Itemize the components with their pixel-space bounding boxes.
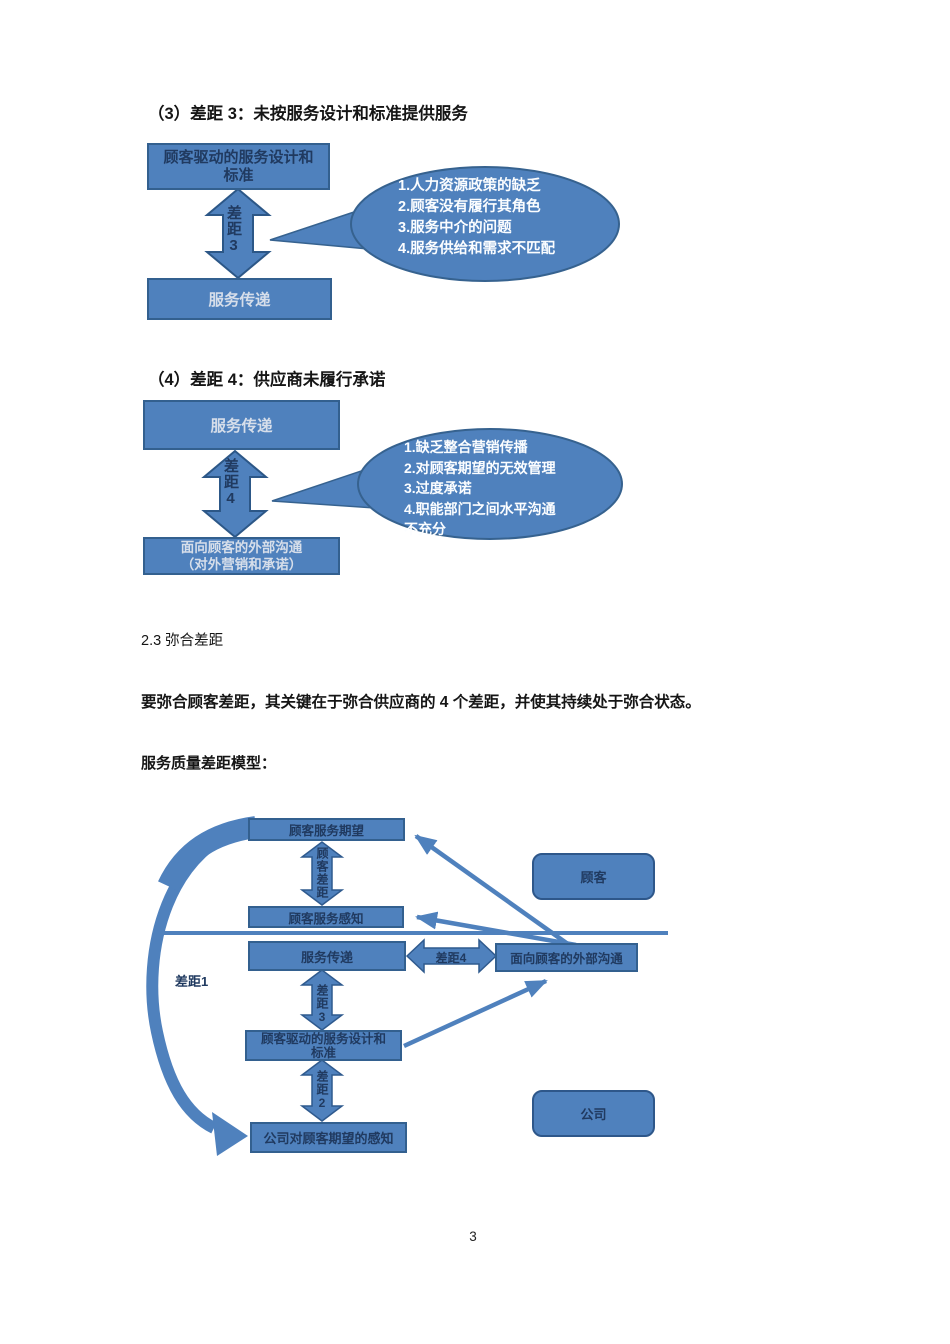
model-arrow-design-to-external	[403, 978, 548, 1049]
model-badge-customer: 顾客	[532, 853, 655, 900]
model-badge-customer-label: 顾客	[580, 870, 607, 885]
model-badge-company-label: 公司	[580, 1107, 607, 1122]
model-box-external: 面向顾客的外部沟通	[495, 943, 638, 972]
gap3-top-box-line1: 顾客驱动的服务设计和	[163, 148, 314, 166]
gap4-callout-tail	[271, 463, 391, 510]
model-divider-line	[158, 931, 668, 935]
gap3-callout-text: 1.人力资源政策的缺乏 2.顾客没有履行其角色 3.服务中介的问题 4.服务供给…	[398, 176, 555, 260]
model-box-perception-label: 顾客服务感知	[288, 911, 364, 926]
gap4-bottom-box-line1: 面向顾客的外部沟通	[180, 540, 303, 555]
model-box-delivery: 服务传递	[248, 941, 406, 971]
model-customer-gap-label: 顾客差距	[315, 847, 329, 899]
gap4-callout-item: 4.职能部门之间水平沟通	[404, 500, 556, 517]
gap3-heading: （3）差距 3：未按服务设计和标准提供服务	[148, 105, 468, 123]
gap4-callout-item: 2.对顾客期望的无效管理	[404, 459, 556, 476]
model-box-design: 顾客驱动的服务设计和 标准	[245, 1030, 402, 1061]
model-box-expectation: 顾客服务期望	[248, 818, 405, 841]
model-box-company-perception: 公司对顾客期望的感知	[250, 1122, 407, 1153]
model-badge-company: 公司	[532, 1090, 655, 1137]
gap3-callout-item: 2.顾客没有履行其角色	[398, 199, 541, 215]
gap4-callout-text: 1.缺乏整合营销传播 2.对顾客期望的无效管理 3.过度承诺 4.职能部门之间水…	[404, 437, 556, 540]
model-box-design-line2: 标准	[310, 1045, 336, 1060]
model-gap1-label: 差距1	[175, 974, 209, 989]
gap3-callout-tail	[269, 205, 381, 251]
model-arrow-external-to-perception	[415, 911, 577, 948]
model-gap2-label: 差距2	[315, 1070, 329, 1111]
model-box-company-perception-label: 公司对顾客期望的感知	[263, 1131, 394, 1146]
gap4-top-box-label: 服务传递	[210, 418, 273, 435]
section-23-heading: 2.3 弥合差距	[141, 633, 224, 649]
model-box-perception: 顾客服务感知	[248, 906, 404, 928]
gap4-callout-item: 3.过度承诺	[404, 480, 472, 496]
gap3-bottom-box-label: 服务传递	[208, 292, 271, 309]
gap3-bottom-box: 服务传递	[147, 278, 332, 320]
model-gap1-arrowhead	[212, 1112, 248, 1156]
model-gap3-label: 差距3	[315, 984, 329, 1025]
model-title: 服务质量差距模型：	[141, 755, 277, 772]
model-gap1-arc-thick-top	[158, 816, 258, 892]
gap4-callout-item: 1.缺乏整合营销传播	[404, 439, 528, 455]
gap4-callout-item: 不充分	[404, 521, 446, 537]
model-box-expectation-label: 顾客服务期望	[288, 824, 364, 838]
model-box-external-label: 面向顾客的外部沟通	[510, 952, 623, 966]
gap3-callout-item: 4.服务供给和需求不匹配	[398, 241, 556, 257]
gap3-callout-item: 3.服务中介的问题	[398, 220, 512, 236]
model-box-delivery-label: 服务传递	[300, 949, 353, 965]
gap4-heading: （4）差距 4：供应商未履行承诺	[148, 371, 386, 389]
gap3-top-box: 顾客驱动的服务设计和 标准	[147, 143, 330, 190]
model-gap4-label: 差距4	[435, 951, 467, 965]
gap3-arrow-label: 差距3	[225, 205, 242, 255]
section-23-paragraph: 要弥合顾客差距，其关键在于弥合供应商的 4 个差距，并使其持续处于弥合状态。	[141, 694, 701, 711]
gap3-callout-item: 1.人力资源政策的缺乏	[398, 178, 541, 194]
model-box-design-line1: 顾客驱动的服务设计和	[260, 1031, 386, 1046]
gap4-arrow-label: 差距4	[222, 458, 239, 508]
gap4-bottom-box: 面向顾客的外部沟通 （对外营销和承诺）	[143, 537, 340, 575]
gap4-bottom-box-line2: （对外营销和承诺）	[180, 557, 303, 572]
page-number: 3	[469, 1229, 477, 1244]
gap3-top-box-line2: 标准	[223, 166, 254, 184]
gap4-top-box: 服务传递	[143, 400, 340, 450]
